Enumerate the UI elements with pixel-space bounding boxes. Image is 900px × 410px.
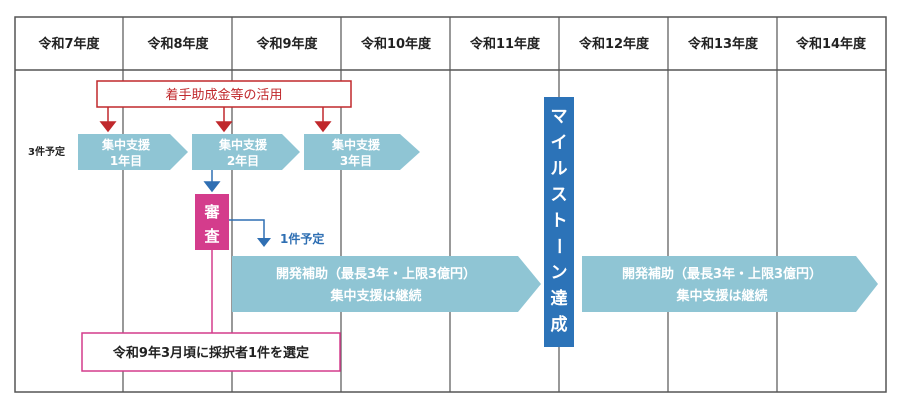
selection-note: 令和9年3月頃に採択者1件を選定 bbox=[113, 345, 309, 361]
selection-note-box bbox=[81, 332, 341, 372]
header-r14: 令和14年度 bbox=[796, 36, 867, 52]
focus-support-year2-line1: 集中支援 bbox=[218, 137, 268, 152]
to-review-arrow bbox=[203, 170, 221, 193]
review-char-1: 審 bbox=[203, 203, 220, 221]
to-grant-arrow bbox=[229, 219, 265, 240]
header-r11: 令和11年度 bbox=[470, 36, 541, 52]
one-plan-label: 1件予定 bbox=[280, 231, 324, 246]
subsidy-banner-label: 着手助成金等の活用 bbox=[165, 87, 282, 103]
milestone-char: ン bbox=[551, 263, 568, 283]
dev-grant-arrow-2 bbox=[582, 256, 878, 312]
review-char-2: 査 bbox=[204, 227, 220, 245]
dev-grant-line1: 開発補助（最長3年・上限3億円） bbox=[276, 266, 476, 282]
column-dividers bbox=[122, 17, 778, 392]
header-r10: 令和10年度 bbox=[361, 36, 432, 52]
header-r12: 令和12年度 bbox=[579, 36, 650, 52]
focus-support-year3-line1: 集中支援 bbox=[331, 137, 381, 152]
milestone-char: ー bbox=[548, 238, 568, 255]
milestone-char: ス bbox=[551, 185, 568, 205]
milestone-char: ル bbox=[551, 159, 568, 179]
dev-grant-2-line1: 開発補助（最長3年・上限3億円） bbox=[622, 266, 822, 282]
dev-grant-2-line2: 集中支援は継続 bbox=[675, 288, 767, 304]
focus-support-year3-line2: 3年目 bbox=[340, 153, 372, 168]
milestone-char: 達 bbox=[551, 289, 568, 309]
subsidy-arrows bbox=[99, 107, 332, 133]
header-r9: 令和9年度 bbox=[256, 36, 318, 52]
header-r13: 令和13年度 bbox=[688, 36, 759, 52]
focus-support-year1-line1: 集中支援 bbox=[101, 137, 151, 152]
review-box bbox=[195, 194, 229, 250]
three-plan-label: 3件予定 bbox=[28, 145, 65, 158]
focus-support-year2 bbox=[192, 134, 300, 170]
fiscal-year-headers: 令和7年度 令和8年度 令和9年度 令和10年度 令和11年度 令和12年度 令… bbox=[38, 36, 867, 52]
milestone-char: 成 bbox=[551, 314, 568, 335]
focus-support-year2-line2: 2年目 bbox=[227, 153, 259, 168]
dev-grant-arrow bbox=[232, 256, 541, 312]
milestone-char: マ bbox=[551, 107, 568, 127]
to-grant-arrowhead bbox=[257, 238, 271, 247]
focus-support-year3 bbox=[304, 134, 420, 170]
focus-support-year1 bbox=[78, 134, 188, 170]
dev-grant-line2: 集中支援は継続 bbox=[329, 288, 421, 304]
focus-support-year1-line2: 1年目 bbox=[110, 153, 142, 168]
header-r7: 令和7年度 bbox=[38, 36, 100, 52]
milestone-bar bbox=[544, 97, 574, 347]
header-r8: 令和8年度 bbox=[147, 36, 209, 52]
milestone-char: イ bbox=[551, 133, 568, 153]
milestone-char: ト bbox=[551, 211, 568, 231]
